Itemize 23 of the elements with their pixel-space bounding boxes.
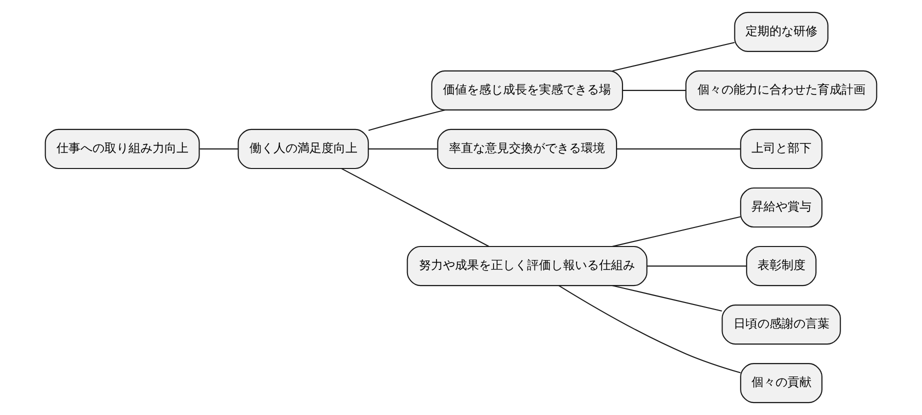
node-box: 価値を感じ成長を実感できる場 [431, 70, 624, 110]
node-box: 努力や成果を正しく評価し報いる仕組み [406, 246, 648, 286]
connector [368, 148, 438, 150]
connector [612, 216, 741, 247]
connector [616, 148, 741, 150]
node-box: 昇給や賞与 [740, 187, 822, 228]
node-box: 個々の貢献 [740, 363, 822, 404]
node-box: 仕事への取り組み力向上 [44, 128, 200, 170]
node-box: 働く人の満足度向上 [238, 128, 369, 170]
connector [612, 285, 722, 312]
connector [612, 42, 735, 72]
connector [368, 109, 446, 131]
connector [647, 265, 746, 267]
node-box: 日頃の感謝の言葉 [722, 304, 841, 345]
connector [341, 168, 490, 247]
connector [200, 148, 238, 150]
connector [558, 285, 741, 374]
node-box: 上司と部下 [740, 128, 822, 170]
node-box: 定期的な研修 [734, 12, 828, 52]
node-box: 個々の能力に合わせた育成計画 [685, 70, 878, 110]
node-box: 率直な意見交換ができる環境 [437, 128, 618, 170]
connector [622, 90, 686, 91]
node-box: 表彰制度 [746, 246, 817, 286]
